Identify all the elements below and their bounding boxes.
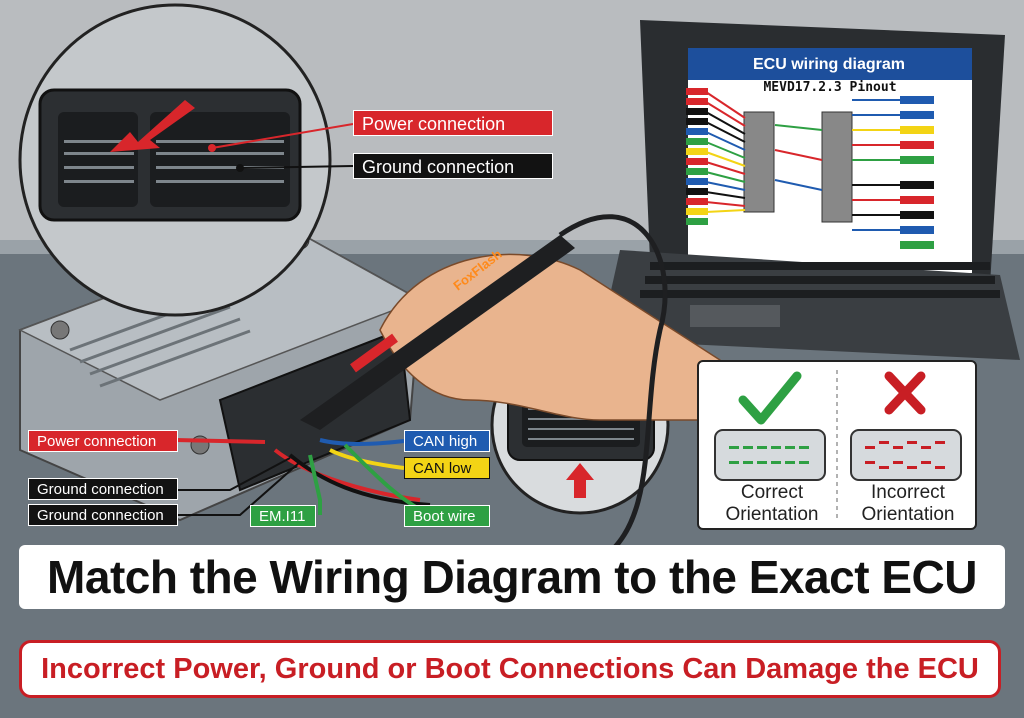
boot-wire-label: Boot wire [404, 505, 490, 527]
orientation-comparison-panel: Correct Orientation Incorrect Orientatio… [697, 360, 977, 530]
warning-banner: Incorrect Power, Ground or Boot Connecti… [19, 640, 1001, 698]
page-title: Match the Wiring Diagram to the Exact EC… [47, 551, 977, 603]
can-low-label: CAN low [404, 457, 490, 479]
warning-text: Incorrect Power, Ground or Boot Connecti… [41, 652, 979, 685]
ground-connection-label-1: Ground connection [28, 478, 178, 500]
magnified-connector-view [18, 3, 354, 317]
check-icon [738, 371, 802, 425]
incorrect-connector-graphic [850, 429, 962, 481]
ground-connection-label-2: Ground connection [28, 504, 178, 526]
x-icon [884, 371, 926, 415]
probe-body [300, 235, 575, 430]
correct-caption-line-1: Correct [740, 482, 804, 503]
power-connection-callout-top: Power connection [353, 110, 553, 136]
correct-connector-graphic [714, 429, 826, 481]
up-arrow-icon [566, 463, 594, 498]
pinout-diagram [686, 88, 934, 249]
correct-caption-line-2: Orientation [725, 504, 819, 525]
orientation-graphics [714, 370, 962, 522]
laptop-screen-subtitle: MEVD17.2.3 Pinout [763, 80, 897, 95]
incorrect-caption-line-1: Incorrect [871, 482, 945, 503]
ground-connection-callout-top: Ground connection [353, 153, 553, 179]
incorrect-caption-line-2: Orientation [861, 504, 955, 525]
laptop-touchpad [690, 305, 780, 327]
hand-with-probe [300, 214, 721, 563]
arrow-indicator-icon [110, 100, 195, 152]
title-banner: Match the Wiring Diagram to the Exact EC… [19, 545, 1005, 609]
laptop-screen-title: ECU wiring diagram [690, 51, 968, 79]
can-high-label: CAN high [404, 430, 490, 452]
incorrect-orientation-caption: Incorrect Orientation [843, 482, 973, 526]
power-connection-label: Power connection [28, 430, 178, 452]
correct-orientation-caption: Correct Orientation [707, 482, 837, 526]
pin-label: EM.Ι11 [250, 505, 316, 527]
